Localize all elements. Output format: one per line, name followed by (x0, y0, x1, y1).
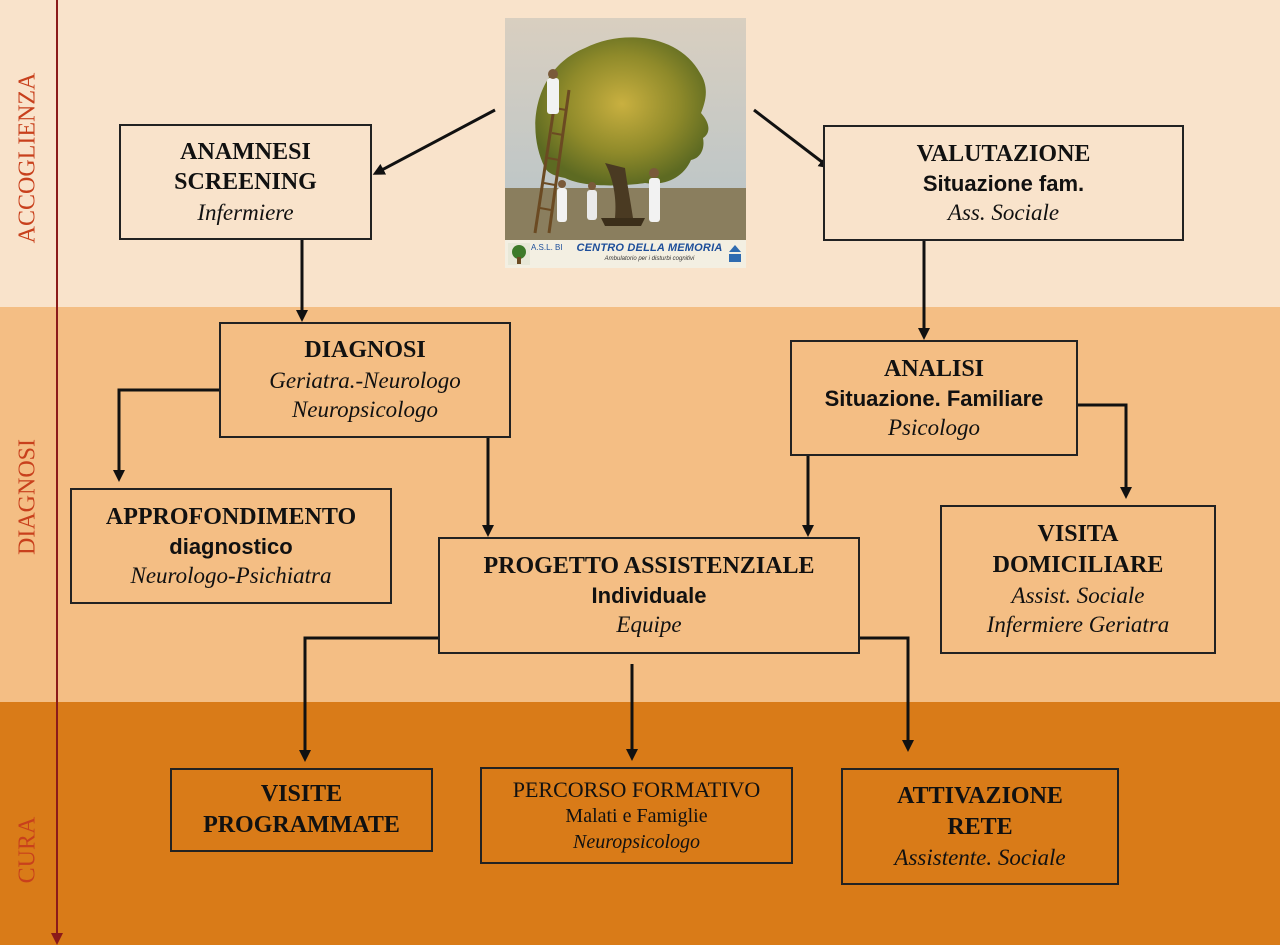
box-subtitle: Individuale (591, 583, 707, 609)
centro-memoria-logo: A.S.L. BI CENTRO DELLA MEMORIA Ambulator… (505, 18, 746, 268)
box-visite-programmate: VISITE PROGRAMMATE (170, 768, 433, 852)
box-role: Assist. Sociale (1011, 582, 1145, 608)
box-title: VALUTAZIONE (916, 140, 1091, 167)
box-attivazione-rete: ATTIVAZIONE RETE Assistente. Sociale (841, 768, 1119, 885)
box-subtitle: RETE (947, 813, 1013, 840)
box-title: ANAMNESI (180, 138, 311, 165)
box-visita-domiciliare: VISITA DOMICILIARE Assist. Sociale Infer… (940, 505, 1216, 654)
box-role: Infermiere (197, 200, 294, 225)
box-title: APPROFONDIMENTO (105, 503, 357, 530)
box-role: Infermiere Geriatra (986, 612, 1170, 638)
box-subtitle: Situazione fam. (922, 170, 1085, 196)
logo-subtitle: Ambulatorio per i disturbi cognitivi (604, 256, 695, 262)
box-title: ANALISI (883, 355, 985, 382)
connector-logo-valutazione (753, 108, 831, 169)
connector-progetto-visite (299, 636, 438, 762)
box-anamnesi-screening: ANAMNESI SCREENING Infermiere (119, 124, 372, 240)
box-title: DIAGNOSI (304, 337, 426, 364)
box-subtitle: SCREENING (174, 169, 317, 196)
box-role: Ass. Sociale (947, 199, 1060, 225)
box-role: Assistente. Sociale (894, 844, 1066, 870)
box-percorso-formativo: PERCORSO FORMATIVO Malati e Famiglie Neu… (480, 767, 793, 864)
connector-diagnosi-approfondimento (113, 388, 219, 482)
box-valutazione: VALUTAZIONE Situazione fam. Ass. Sociale (823, 125, 1184, 241)
box-title: VISITA (1037, 521, 1119, 548)
box-role: Equipe (616, 612, 682, 638)
box-role: Geriatra.-Neurologo (269, 367, 461, 393)
box-analisi: ANALISI Situazione. Familiare Psicologo (790, 340, 1078, 456)
box-progetto-assistenziale: PROGETTO ASSISTENZIALE Individuale Equip… (438, 537, 860, 654)
tree-head-illustration (505, 18, 746, 240)
box-subtitle: Malati e Famiglie (565, 804, 708, 827)
logo-caption-bar: A.S.L. BI CENTRO DELLA MEMORIA Ambulator… (505, 240, 746, 268)
box-title: PROGETTO ASSISTENZIALE (483, 553, 815, 580)
timeline-axis-arrowhead (51, 933, 63, 945)
box-subtitle: DOMICILIARE (992, 552, 1164, 579)
connector-progetto-attivazione (860, 636, 914, 752)
box-role: Neurologo-Psichiatra (130, 562, 332, 588)
regione-icon (729, 245, 741, 262)
box-title: ATTIVAZIONE (897, 783, 1063, 810)
box-subtitle: Situazione. Familiare (824, 385, 1044, 411)
box-approfondimento-diagnostico: APPROFONDIMENTO diagnostico Neurologo-Ps… (70, 488, 392, 604)
connector-analisi-visita (1078, 403, 1132, 499)
box-title: PERCORSO FORMATIVO (512, 776, 761, 802)
box-diagnosi: DIAGNOSI Geriatra.-Neurologo Neuropsicol… (219, 322, 511, 438)
connector-logo-anamnesi (372, 108, 496, 175)
asl-tree-icon (508, 243, 530, 265)
box-subtitle: PROGRAMMATE (203, 812, 400, 838)
logo-asl-text: A.S.L. BI (531, 243, 563, 252)
box-role: Neuropsicologo (291, 397, 439, 423)
box-role: Neuropsicologo (572, 830, 701, 853)
box-subtitle: diagnostico (169, 533, 293, 559)
box-role: Psicologo (888, 414, 980, 440)
logo-title: CENTRO DELLA MEMORIA (576, 242, 723, 254)
box-title: VISITE (260, 781, 343, 808)
